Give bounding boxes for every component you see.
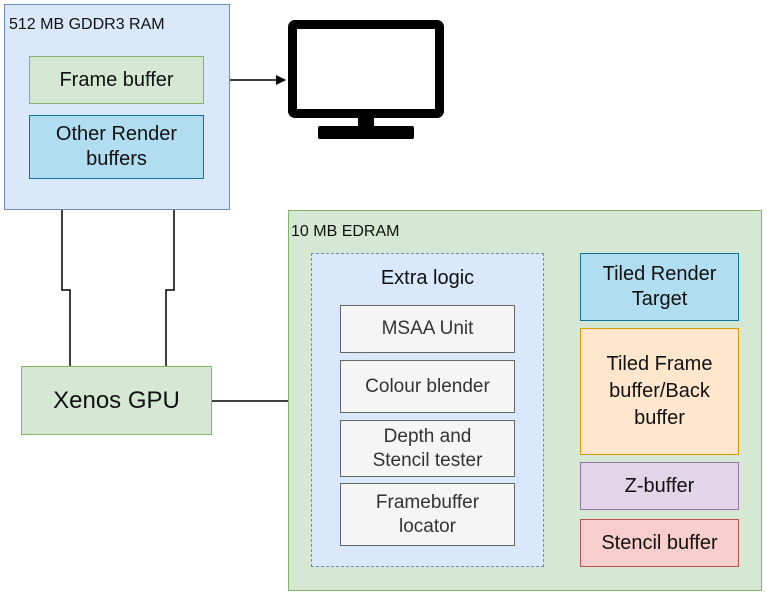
colour-blender-label: Colour blender	[365, 375, 490, 397]
edram-title: 10 MB EDRAM	[291, 223, 400, 240]
framebuffer-locator-label: Framebuffer locator	[375, 491, 480, 537]
framebuffer-locator-box: Framebuffer locator	[340, 483, 515, 546]
frame-buffer-label: Frame buffer	[59, 68, 174, 91]
other-render-buffers-label: Other Render buffers	[55, 123, 178, 170]
stencil-buffer-box: Stencil buffer	[580, 519, 739, 567]
depth-stencil-tester-label: Depth and Stencil tester	[372, 425, 483, 471]
z-buffer-box: Z-buffer	[580, 462, 739, 510]
tiled-frame-buffer-label: Tiled Frame buffer/Back buffer	[606, 353, 713, 429]
other-render-buffers-box: Other Render buffers	[29, 115, 204, 179]
xenos-gpu-label: Xenos GPU	[53, 386, 180, 414]
extra-logic-title: Extra logic	[380, 267, 475, 289]
colour-blender-box: Colour blender	[340, 360, 515, 413]
depth-stencil-tester-box: Depth and Stencil tester	[340, 420, 515, 477]
z-buffer-label: Z-buffer	[624, 474, 695, 497]
ram-container: 512 MB GDDR3 RAM	[4, 4, 230, 210]
ram-title: 512 MB GDDR3 RAM	[9, 16, 165, 33]
monitor-icon	[288, 20, 444, 139]
ram-gpu-bus-line-right	[165, 210, 175, 366]
tiled-render-target-box: Tiled Render Target	[580, 253, 739, 321]
msaa-unit-label: MSAA Unit	[381, 318, 474, 340]
stencil-buffer-label: Stencil buffer	[601, 531, 718, 554]
msaa-unit-box: MSAA Unit	[340, 305, 515, 353]
ram-gpu-bus-line-left	[61, 210, 71, 366]
tiled-render-target-label: Tiled Render Target	[602, 263, 717, 310]
frame-buffer-box: Frame buffer	[29, 56, 204, 104]
xenos-gpu-box: Xenos GPU	[21, 366, 212, 435]
tiled-frame-buffer-box: Tiled Frame buffer/Back buffer	[580, 328, 739, 455]
